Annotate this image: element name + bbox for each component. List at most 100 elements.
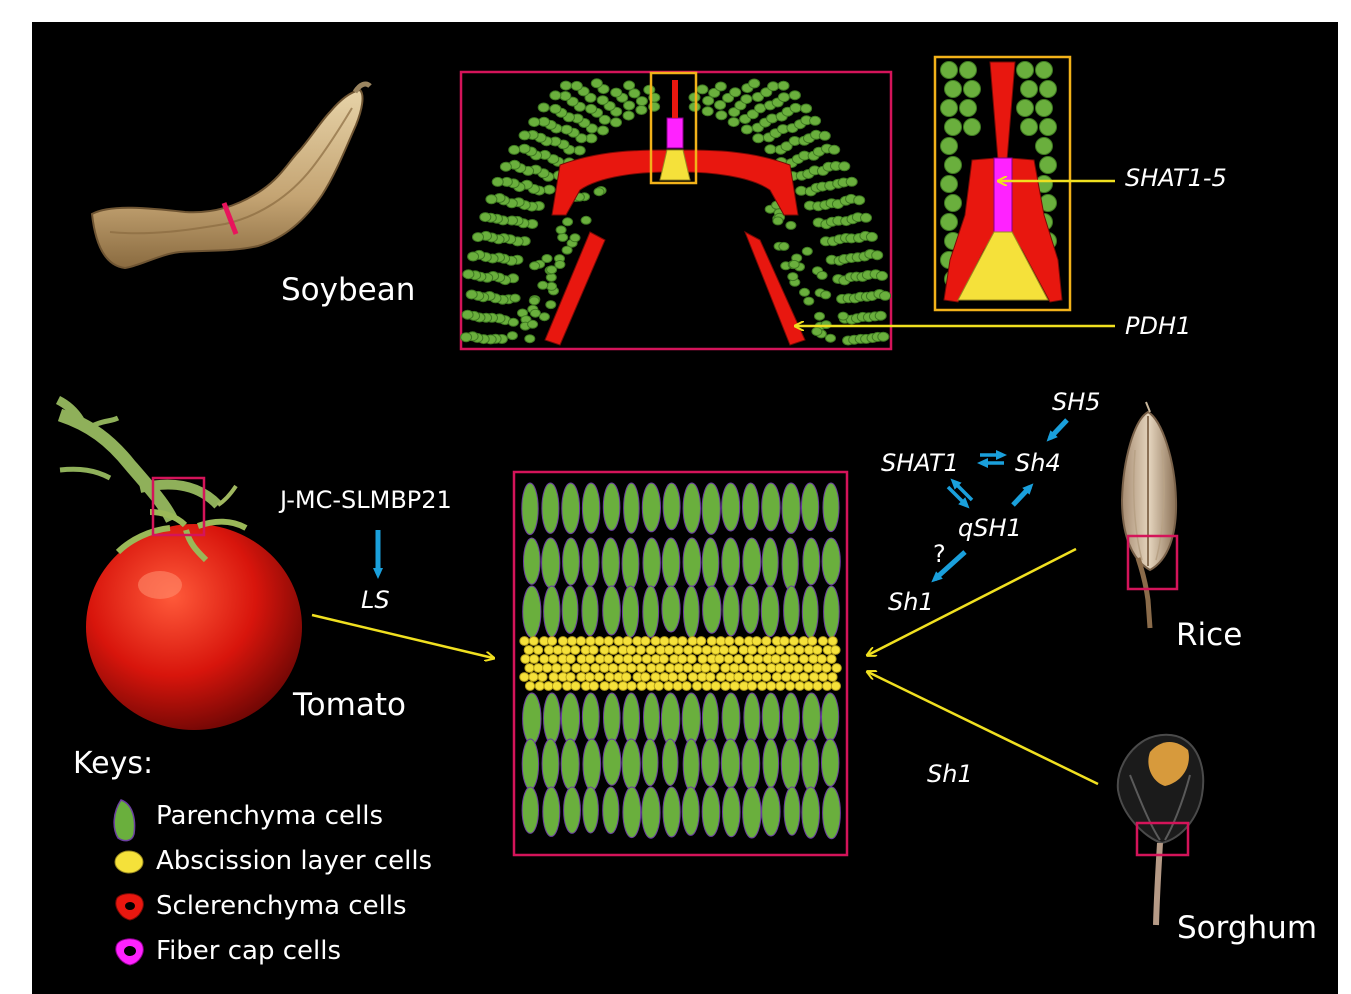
parenchyma-cell [803,693,821,741]
abscission-cell [799,673,808,682]
abscission-cell [521,655,530,664]
abscission-cell [752,637,761,646]
ls-gene-label: LS [361,588,390,612]
keys-title: Keys: [73,749,153,779]
abscission-cell [577,655,586,664]
abscission-cell [552,682,561,691]
soybean-parenchyma-cell [555,261,565,269]
abscission-cell [767,664,776,673]
soybean-parenchyma-cell [804,297,814,305]
soybean-parenchyma-cell [716,111,727,120]
soybean-parenchyma-cell [558,233,568,241]
soybean-parenchyma-cell [689,102,700,111]
parenchyma-cell [642,739,658,786]
soybean-parenchyma-cell [550,104,561,113]
abscission-cell [813,664,822,673]
abscission-cell [831,646,840,655]
soybean-parenchyma-cell [810,116,821,125]
parenchyma-cell [822,693,839,741]
abscission-cell [656,646,665,655]
soybean-parenchyma-cell [817,271,827,279]
abscission-cell [529,637,538,646]
soybean-parenchyma-cell [611,118,622,127]
soybean-parenchyma-cell [715,101,726,110]
abscission-cell [789,637,798,646]
abscission-cell [758,682,767,691]
parenchyma-cell [561,739,579,790]
abscission-cell [534,664,543,673]
soybean-parenchyma-cell [528,320,538,328]
zoom-parenchyma-cell [1021,81,1038,98]
soybean-parenchyma-cell [570,234,580,242]
abscission-cell [785,682,794,691]
soybean-parenchyma-cell [519,144,530,153]
abscission-cell [534,646,543,655]
key-fiber-cap-label: Fiber cap cells [156,938,341,964]
abscission-cell [762,637,771,646]
abscission-cell [665,664,674,673]
parenchyma-cell [743,483,759,530]
soybean-parenchyma-cell [538,103,549,112]
soybean-parenchyma-cell [702,107,713,116]
abscission-cell [683,664,692,673]
abscission-cell [641,673,650,682]
abscission-cell [827,655,836,664]
abscission-cell [721,664,730,673]
abscission-cell [818,637,827,646]
abscission-cell [525,664,534,673]
abscission-cell [725,637,734,646]
zoom-parenchyma-cell [964,81,981,98]
abscission-cell [682,682,691,691]
soybean-parenchyma-cell [546,301,556,309]
parenchyma-cell [543,787,560,836]
soybean-parenchyma-cell [789,91,800,100]
soybean-parenchyma-cell [839,162,850,171]
parenchyma-cell [722,538,740,586]
key-parenchyma-label: Parenchyma cells [156,803,383,829]
abscission-cell [734,673,743,682]
soybean-parenchyma-cell [473,233,484,242]
zoom-parenchyma-cell [1017,62,1034,79]
parenchyma-cell [722,483,740,531]
parenchyma-cell [682,693,700,744]
abscission-cell [674,646,683,655]
zoom-parenchyma-cell [1040,119,1057,136]
soybean-parenchyma-cell [560,92,571,101]
soybean-parenchyma-cell [877,271,888,280]
soybean-parenchyma-cell [594,188,604,196]
abscission-cell [687,655,696,664]
abscission-cell [730,682,739,691]
parenchyma-cell [781,739,799,790]
abscission-cell [558,637,567,646]
parenchyma-cell [762,538,778,586]
soybean-parenchyma-cell [829,145,840,154]
soybean-fiber-cap [667,118,683,148]
soybean-parenchyma-cell [779,242,789,250]
abscission-cell [766,646,775,655]
abscission-cell-icon [115,851,143,873]
parenchyma-cell [603,586,621,635]
parenchyma-cell [562,483,580,534]
abscission-cell [586,655,595,664]
parenchyma-cell [623,787,641,838]
abscission-cell [730,664,739,673]
soybean-parenchyma-cell [509,145,520,154]
rice-label: Rice [1176,620,1242,651]
abscission-cell [651,637,660,646]
parenchyma-cell [542,538,560,588]
abscission-cell [595,637,604,646]
soybean-parenchyma-cell [854,196,865,205]
soybean-parenchyma-cell [463,270,474,279]
soybean-parenchyma-cell [875,311,886,320]
sh4-gene-label: Sh4 [1015,451,1061,475]
abscission-cell [822,664,831,673]
soybean-parenchyma-cell [880,291,891,300]
soybean-parenchyma-cell [800,288,810,296]
soybean-parenchyma-cell [789,260,799,268]
parenchyma-cell [802,483,819,531]
parenchyma-cell [822,739,839,786]
soybean-parenchyma-cell [802,247,812,255]
abscission-cell [804,664,813,673]
